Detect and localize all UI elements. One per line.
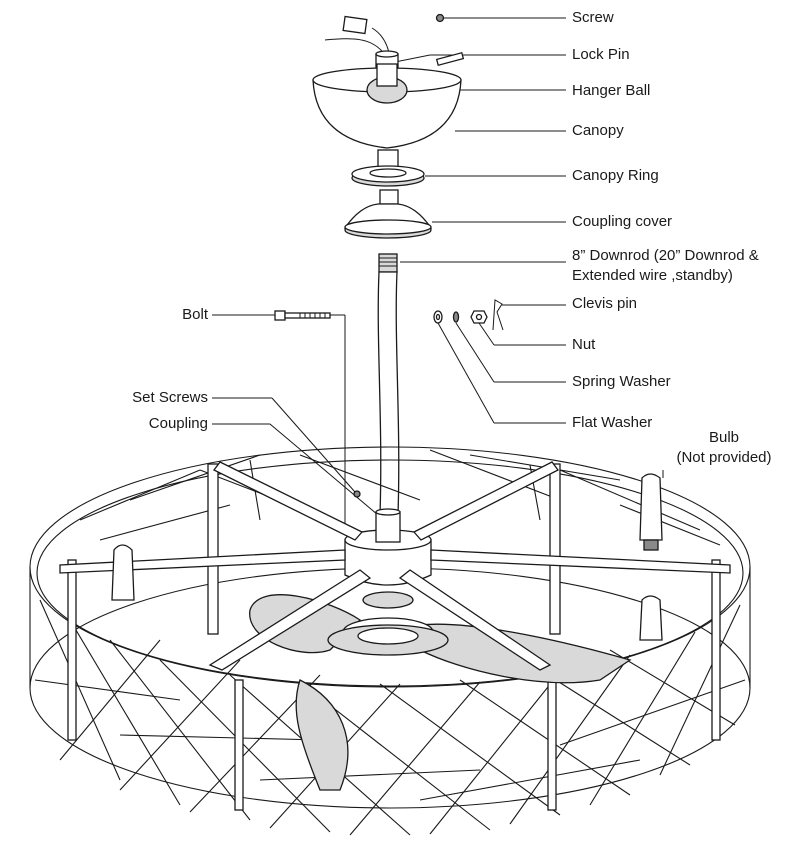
bulbs xyxy=(111,473,663,641)
label-coupling-cover: Coupling cover xyxy=(572,213,673,230)
fan-motor xyxy=(59,461,731,791)
label-screw: Screw xyxy=(572,9,614,26)
label-downrod-note: Extended wire ,standby) xyxy=(572,267,733,284)
label-clevis-pin: Clevis pin xyxy=(572,295,638,312)
cage xyxy=(29,446,751,836)
canopy-ring xyxy=(351,149,425,187)
label-coupling: Coupling xyxy=(148,415,208,432)
coupling-cover xyxy=(343,189,433,239)
label-spring-washer: Spring Washer xyxy=(572,373,671,390)
leader-lines xyxy=(212,17,664,530)
label-nut: Nut xyxy=(572,336,596,353)
label-canopy: Canopy xyxy=(572,122,624,139)
canopy xyxy=(312,63,462,149)
label-bulb: Bulb xyxy=(708,429,740,446)
label-hanger-ball: Hanger Ball xyxy=(572,82,651,99)
label-lock-pin: Lock Pin xyxy=(572,46,630,63)
small-hardware xyxy=(274,299,504,498)
label-flat-washer: Flat Washer xyxy=(572,414,653,431)
label-bulb-note: (Not provided) xyxy=(676,449,772,466)
label-canopy-ring: Canopy Ring xyxy=(572,167,659,184)
label-downrod: 8” Downrod (20” Downrod & xyxy=(572,247,759,264)
downrod xyxy=(377,253,400,516)
label-set-screws: Set Screws xyxy=(132,389,208,406)
label-bolt: Bolt xyxy=(182,306,208,323)
